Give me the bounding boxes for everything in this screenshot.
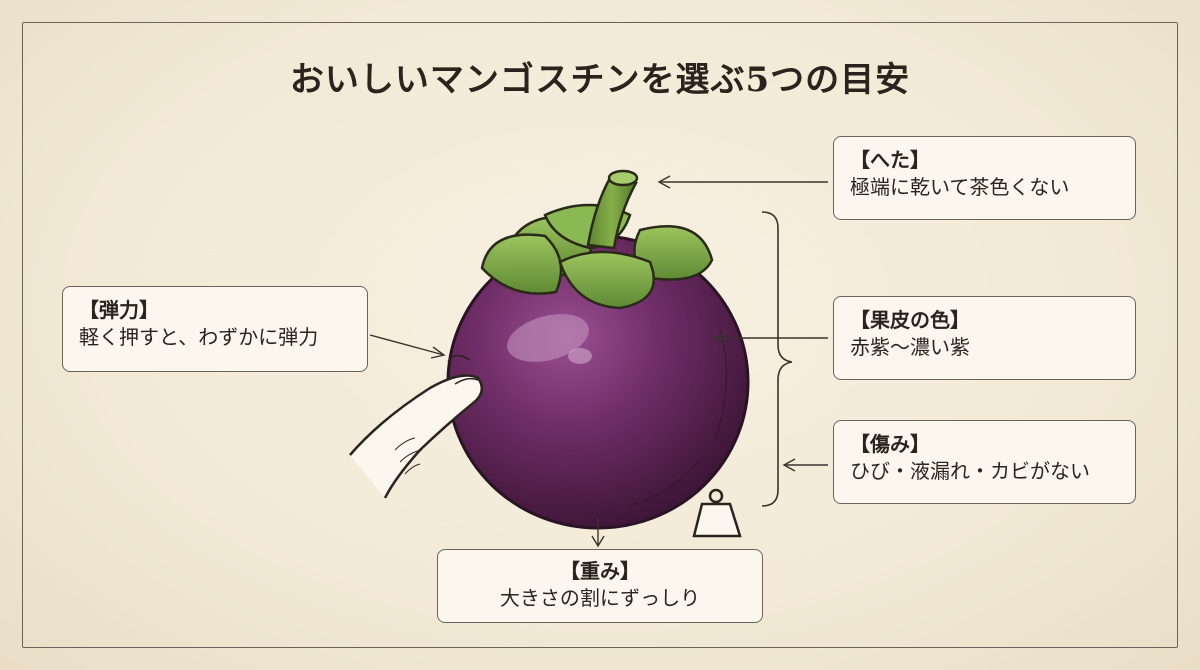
card-kahi-body: 赤紫〜濃い紫	[850, 335, 970, 359]
card-omomi-body: 大きさの割にずっしり	[499, 586, 701, 610]
card-kizu-body: ひび・液漏れ・カビがない	[850, 459, 1090, 483]
arrow-heta	[657, 175, 828, 189]
card-heta-body: 極端に乾いて茶色くない	[850, 175, 1070, 199]
card-danryoku: 【弾力】 軽く押すと、わずかに弾力	[62, 286, 368, 372]
card-kizu-head: 【傷み】	[850, 432, 930, 456]
card-kahi: 【果皮の色】 赤紫〜濃い紫	[833, 296, 1136, 380]
mangosteen-illustration	[446, 169, 750, 530]
card-danryoku-head: 【弾力】	[79, 298, 159, 322]
card-danryoku-body: 軽く押すと、わずかに弾力	[79, 325, 319, 349]
page-title: おいしいマンゴスチンを選ぶ5つの目安	[289, 60, 911, 100]
border-frame	[22, 22, 1178, 648]
card-heta: 【へた】 極端に乾いて茶色くない	[833, 136, 1136, 220]
weight-icon	[692, 488, 742, 538]
card-omomi: 【重み】 大きさの割にずっしり	[437, 549, 763, 623]
brace-bracket	[761, 211, 793, 507]
arrow-danryoku	[369, 334, 446, 359]
arrow-kahi	[713, 331, 828, 345]
card-kahi-head: 【果皮の色】	[850, 308, 970, 332]
finger-illustration	[349, 354, 484, 499]
card-heta-head: 【へた】	[850, 148, 930, 172]
card-omomi-head: 【重み】	[560, 559, 640, 583]
card-kizu: 【傷み】 ひび・液漏れ・カビがない	[833, 420, 1136, 504]
arrow-omomi	[591, 518, 605, 548]
arrow-kizu	[782, 458, 828, 472]
